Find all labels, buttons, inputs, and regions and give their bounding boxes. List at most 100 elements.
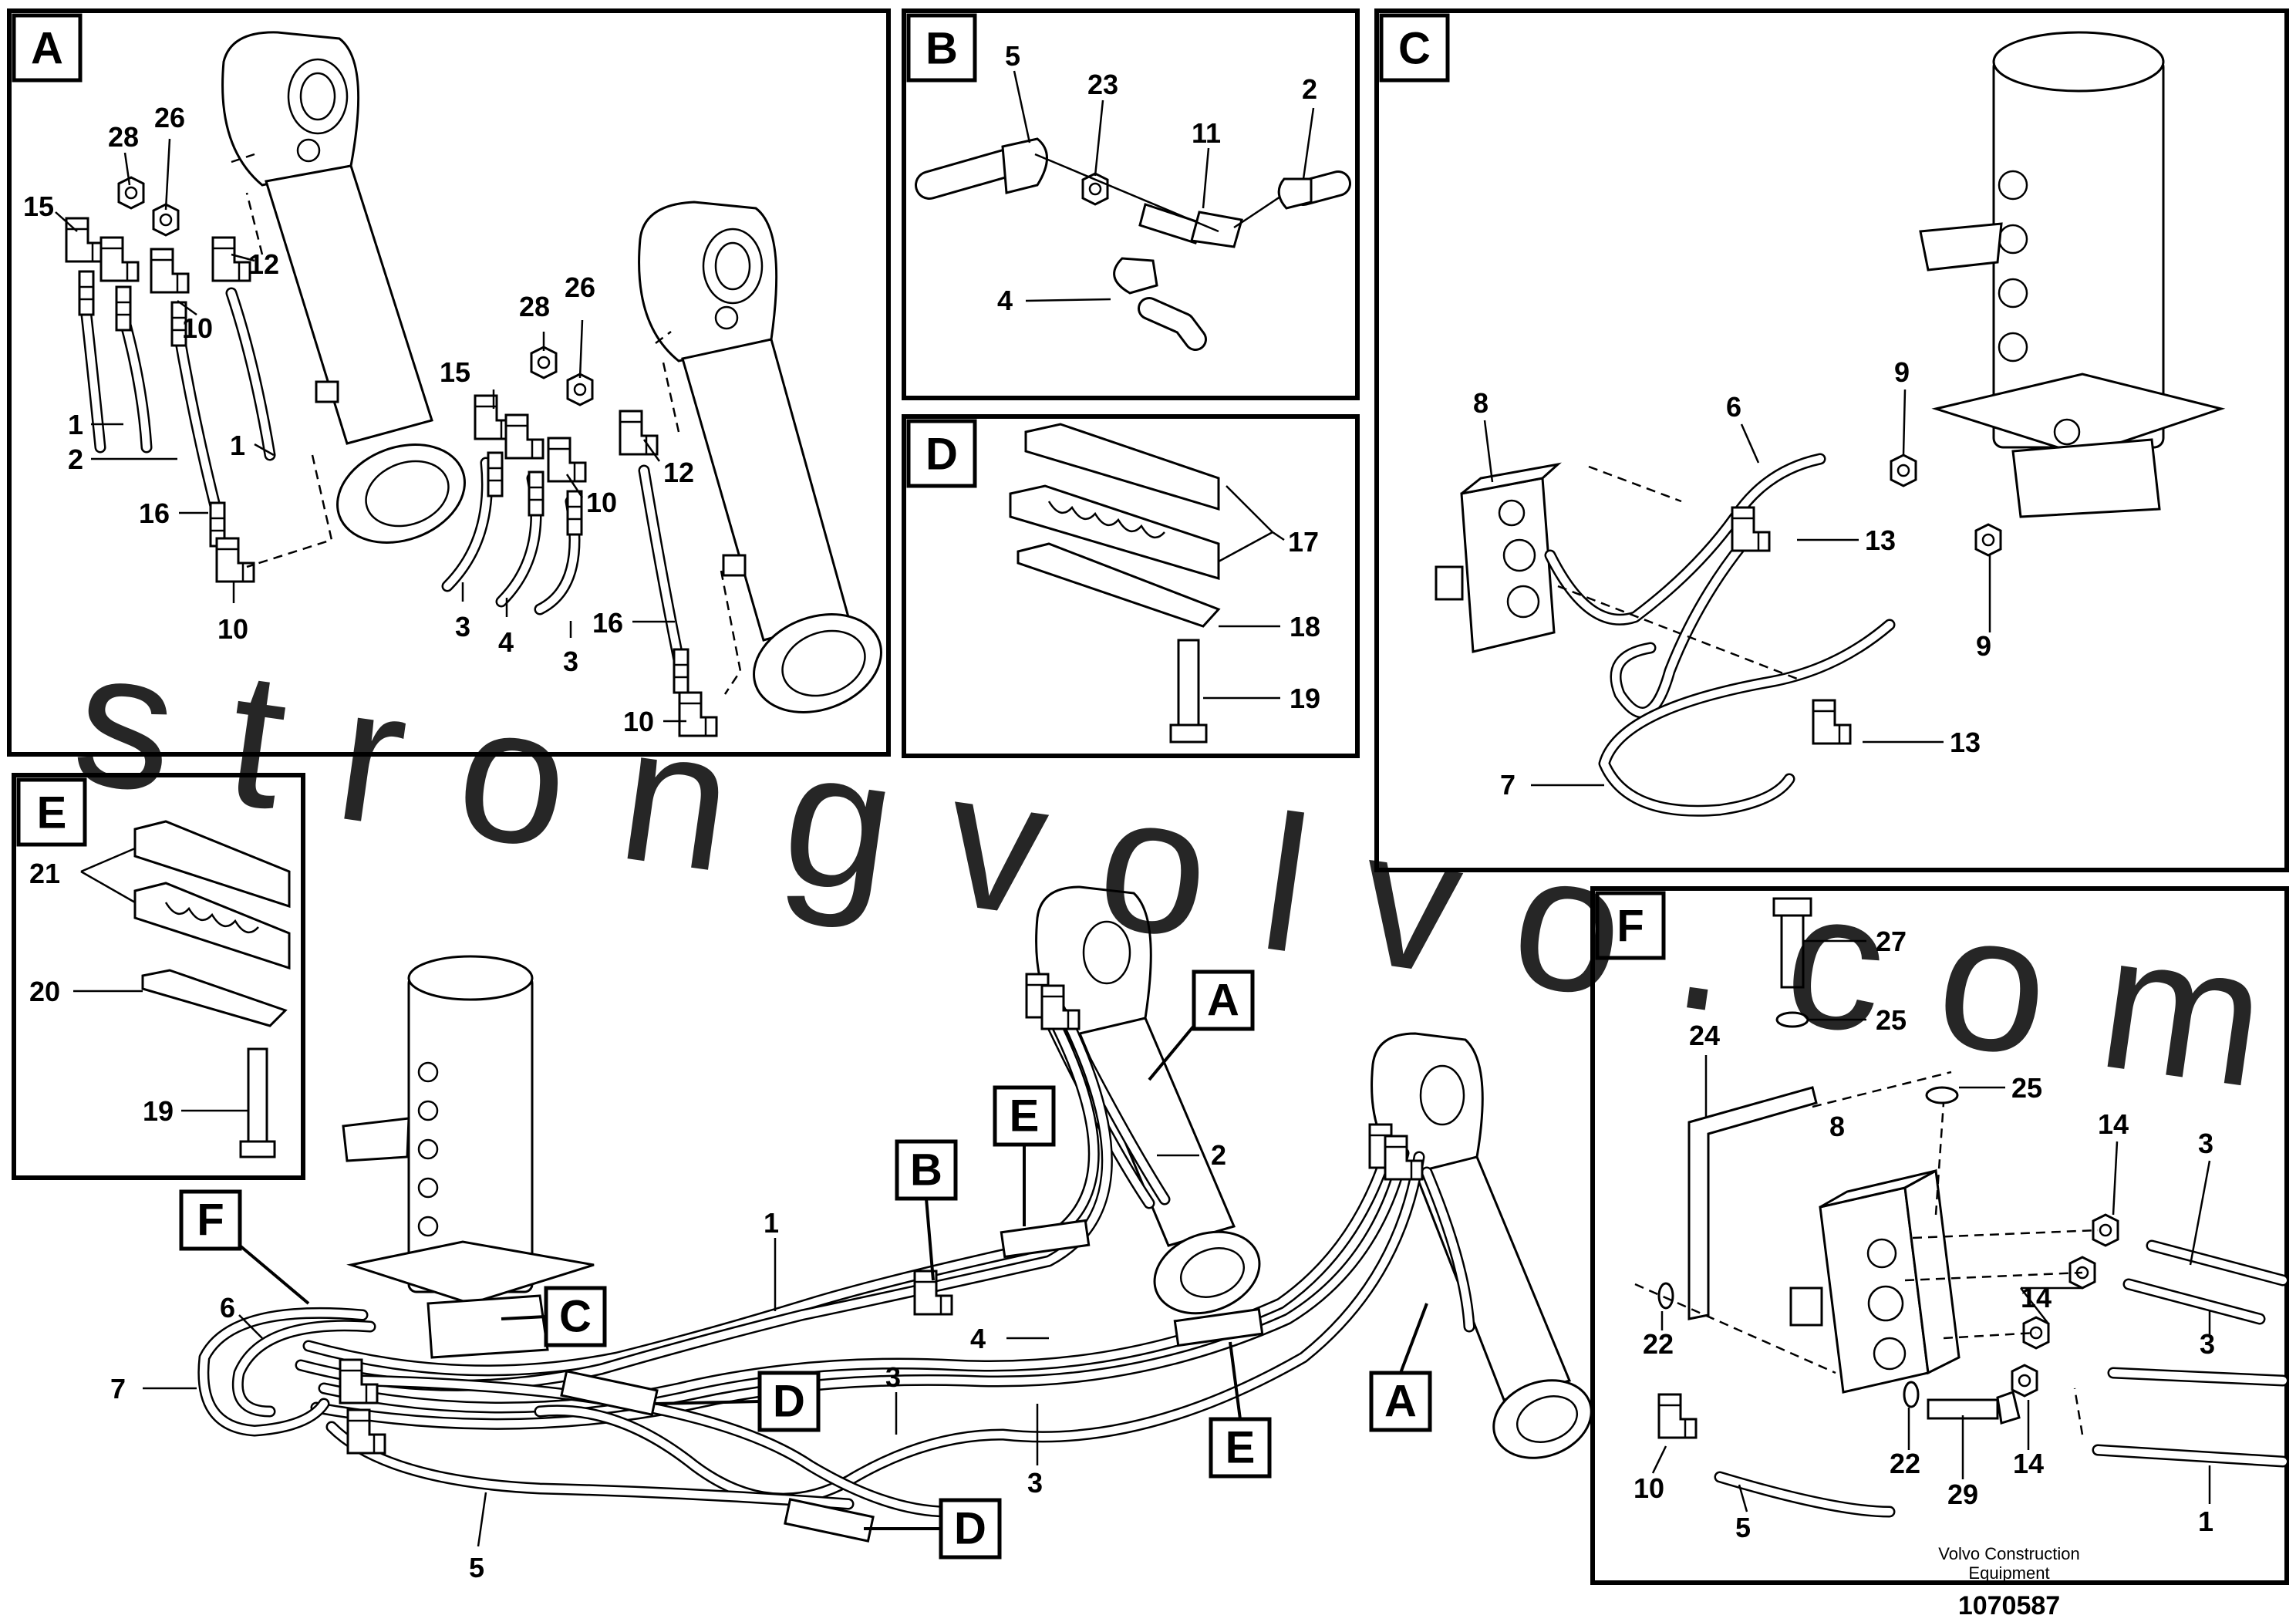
panel-c: C 8 6 9 13 9 13 7 (1374, 8, 2289, 872)
label-a-16: 16 (139, 497, 170, 529)
panel-e-tag: E (37, 788, 67, 838)
label-a-16b: 16 (592, 607, 623, 639)
label-f-14: 14 (2098, 1108, 2129, 1140)
panel-a: A (7, 8, 891, 757)
label-c-9b: 9 (1976, 630, 1991, 662)
label-f-10: 10 (1633, 1472, 1664, 1504)
label-a-12: 12 (248, 248, 279, 280)
label-a-26b: 26 (565, 271, 595, 303)
watermark: strongvolvo.com (63, 608, 2277, 1128)
label-b-2: 2 (1302, 73, 1317, 105)
main-swivel (342, 955, 595, 1359)
label-a-1: 1 (68, 409, 83, 440)
valve-block-8f (1789, 1168, 1961, 1394)
valve-block-8 (1435, 462, 1562, 653)
main-hoses (197, 996, 1475, 1518)
label-f-22b: 22 (1890, 1448, 1920, 1479)
label-c-6: 6 (1726, 391, 1741, 423)
label-a-12b: 12 (663, 457, 694, 488)
label-e-20: 20 (29, 976, 60, 1007)
main-tag-d-top: D (773, 1377, 805, 1427)
label-f-1: 1 (2198, 1506, 2213, 1537)
footer: Volvo Construction Equipment 1070587 (1938, 1544, 2079, 1620)
cylinder-upper (221, 31, 466, 544)
cylinder-lower (638, 201, 882, 713)
label-d-18: 18 (1290, 611, 1320, 642)
label-a-4: 4 (498, 626, 514, 658)
main-tag-e-top: E (1010, 1091, 1040, 1141)
main-label-7: 7 (110, 1373, 126, 1404)
label-a-10c: 10 (586, 487, 617, 518)
label-c-13b: 13 (1950, 727, 1981, 758)
footer-company-line2: Equipment (1968, 1563, 2049, 1583)
label-f-24: 24 (1689, 1020, 1720, 1051)
main-label-3: 3 (885, 1361, 901, 1393)
label-f-5: 5 (1735, 1512, 1751, 1543)
label-f-25: 25 (1876, 1004, 1907, 1036)
label-a-1b: 1 (230, 430, 245, 461)
label-d-19: 19 (1290, 683, 1320, 714)
panel-b: B 5 23 11 2 4 (902, 8, 1360, 400)
footer-company-line1: Volvo Construction (1938, 1544, 2079, 1563)
label-e-21: 21 (29, 858, 60, 889)
label-f-22: 22 (1643, 1328, 1674, 1360)
footer-doc-number: 1070587 (1958, 1591, 2060, 1620)
label-f-3: 3 (2198, 1128, 2213, 1159)
label-d-17: 17 (1288, 526, 1319, 558)
panel-a-tag: A (31, 24, 63, 74)
label-a-2: 2 (68, 443, 83, 475)
label-b-4: 4 (997, 285, 1013, 316)
label-f-27: 27 (1876, 926, 1907, 957)
label-c-13: 13 (1865, 524, 1896, 556)
panel-d-tag: D (925, 430, 958, 480)
main-assembly: A E B E A F C D D 1 2 4 6 7 3 3 5 (110, 885, 1593, 1583)
panel-f-tag: F (1617, 902, 1644, 952)
main-tag-b: B (910, 1145, 942, 1195)
label-a-10: 10 (182, 312, 213, 344)
label-e-19: 19 (143, 1095, 174, 1127)
hoses-group-1 (65, 153, 333, 583)
label-a-10b: 10 (217, 613, 248, 645)
main-tag-c: C (559, 1292, 592, 1342)
label-a-3b: 3 (563, 646, 578, 677)
swivel-joint (1919, 31, 2226, 518)
panel-f: F 27 25 24 25 14 8 3 14 3 22 22 29 14 1 (1590, 886, 2289, 1585)
main-label-6: 6 (220, 1292, 235, 1324)
main-label-3b: 3 (1027, 1467, 1043, 1499)
label-f-14c: 14 (2013, 1448, 2044, 1479)
label-b-23: 23 (1087, 69, 1118, 100)
label-b-5: 5 (1005, 40, 1020, 72)
label-f-8: 8 (1829, 1111, 1845, 1142)
label-a-28: 28 (108, 121, 139, 153)
label-a-10d: 10 (623, 706, 654, 737)
main-tag-f: F (197, 1195, 224, 1246)
main-tag-a-top: A (1207, 976, 1239, 1026)
main-tag-d-bottom: D (954, 1504, 986, 1554)
panel-c-tag: C (1398, 24, 1431, 74)
main-tag-a-bottom: A (1384, 1377, 1417, 1427)
label-c-7: 7 (1500, 769, 1515, 801)
panel-d: D 17 18 19 (902, 414, 1360, 758)
main-tag-e-bottom: E (1226, 1423, 1256, 1473)
label-a-3: 3 (455, 611, 470, 642)
main-label-5: 5 (469, 1552, 484, 1583)
label-f-14b: 14 (2021, 1282, 2052, 1313)
label-b-11: 11 (1192, 117, 1221, 149)
panel-e: E 21 20 19 (12, 773, 305, 1180)
panel-b-tag: B (925, 24, 958, 74)
label-a-15: 15 (23, 191, 54, 222)
main-label-1: 1 (764, 1207, 779, 1239)
main-cylinder-1 (1035, 885, 1261, 1315)
main-label-2: 2 (1211, 1139, 1226, 1171)
main-label-4: 4 (970, 1323, 986, 1354)
label-c-8: 8 (1473, 387, 1489, 419)
label-f-3b: 3 (2200, 1328, 2215, 1360)
label-f-29: 29 (1947, 1479, 1978, 1510)
label-a-28b: 28 (519, 291, 550, 322)
label-f-25b: 25 (2011, 1072, 2042, 1104)
label-a-26: 26 (154, 102, 185, 133)
label-a-15b: 15 (440, 356, 470, 388)
label-c-9: 9 (1894, 356, 1910, 388)
hoses-group-2 (441, 331, 742, 737)
